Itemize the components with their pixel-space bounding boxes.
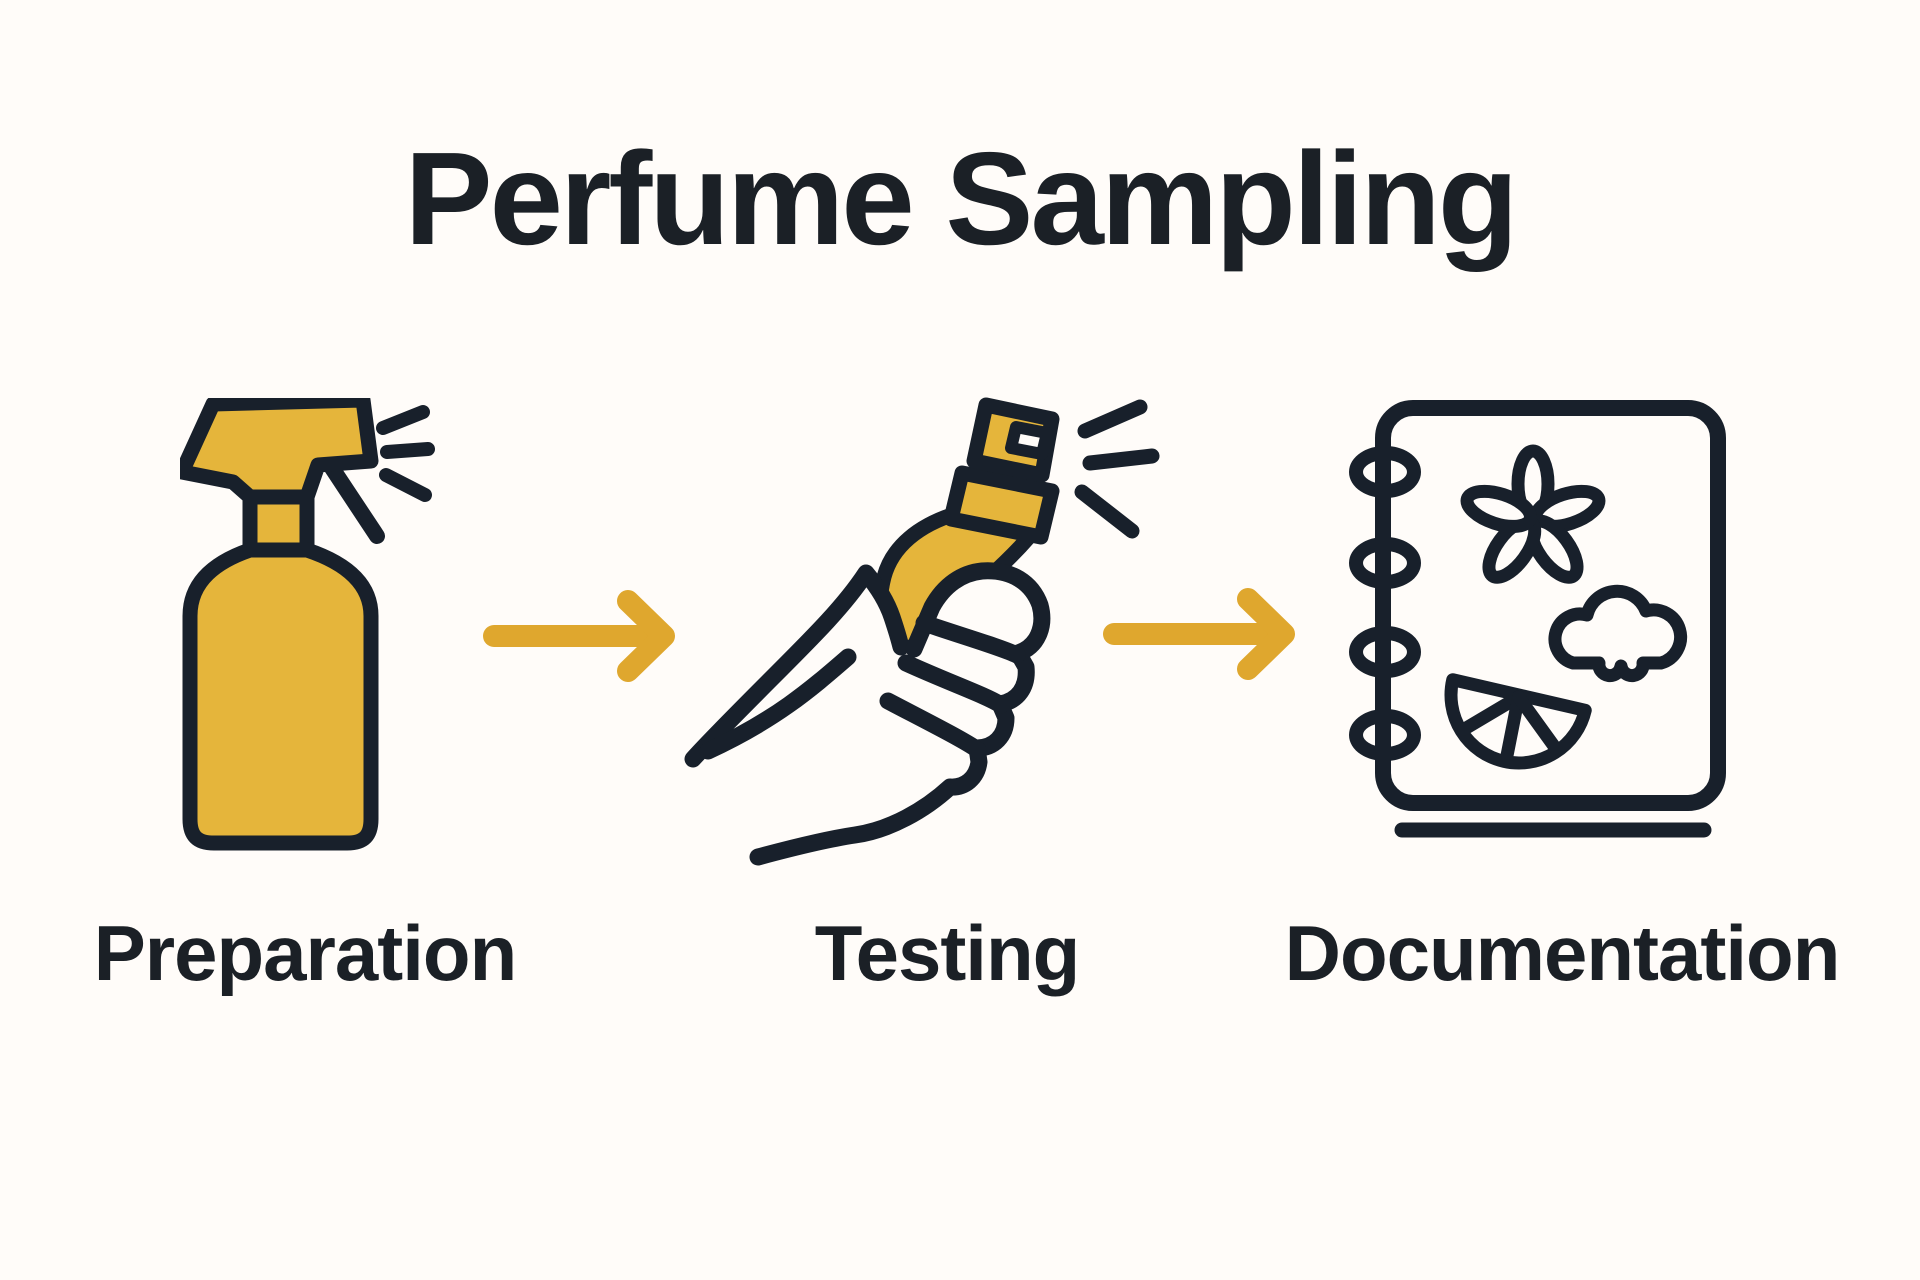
step-label-documentation: Documentation [1284, 909, 1841, 997]
atomizer-cap [943, 465, 1060, 545]
page-title: Perfume Sampling [404, 125, 1519, 272]
spray-lines-icon [324, 405, 435, 544]
notebook-cover [1375, 400, 1726, 811]
spray-bottle-icon [180, 398, 435, 851]
arrow-right-icon [483, 590, 675, 682]
citrus-slice-icon [1444, 673, 1592, 770]
spray-lines-icon [1074, 399, 1160, 539]
hand-spray-icon [684, 397, 1160, 866]
step-label-testing: Testing [814, 909, 1081, 997]
flower-icon [1460, 444, 1606, 584]
hand-outline [684, 562, 1051, 866]
cloud-icon [1548, 584, 1688, 683]
atomizer-nozzle-notch [1005, 421, 1053, 460]
arrow-right-icon [1103, 588, 1295, 680]
bottle-neck [242, 489, 315, 558]
bottle-body [182, 542, 379, 851]
step-label-preparation: Preparation [93, 909, 517, 997]
scent-notebook-icon [1349, 400, 1726, 838]
